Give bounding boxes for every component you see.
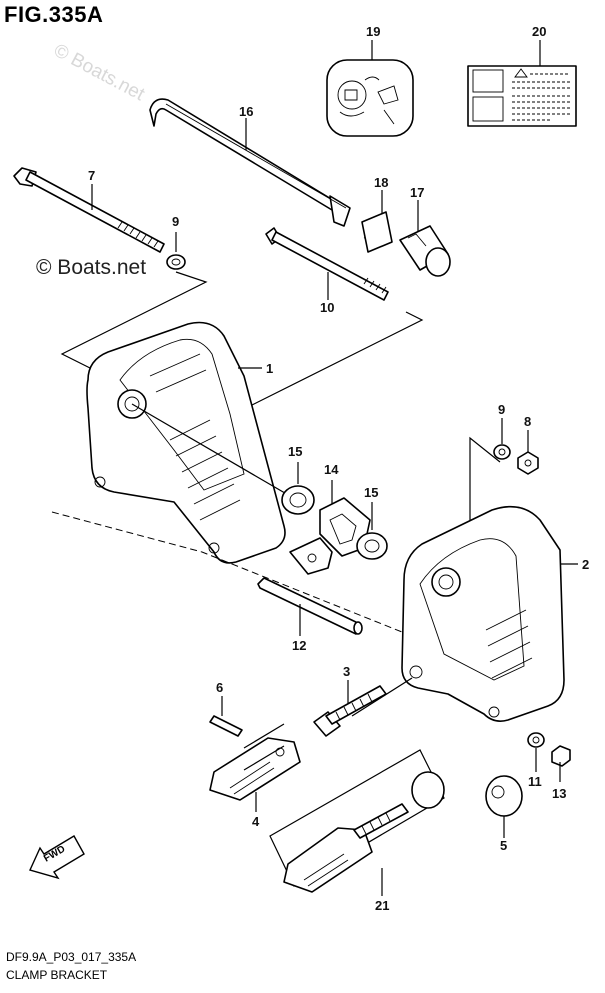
figure-title: FIG.335A xyxy=(4,2,104,27)
callout-2: 2 xyxy=(582,557,589,572)
callout-7: 7 xyxy=(88,168,95,183)
part-3-screw[interactable] xyxy=(313,685,387,737)
callout-21: 21 xyxy=(375,898,389,913)
part-7-bolt[interactable] xyxy=(13,167,165,253)
callout-1: 1 xyxy=(266,361,273,376)
figure-name: CLAMP BRACKET xyxy=(6,968,108,982)
callout-18: 18 xyxy=(374,175,388,190)
part-5-pad[interactable] xyxy=(485,775,523,817)
callout-3: 3 xyxy=(343,664,350,679)
part-16-rod[interactable] xyxy=(149,98,351,227)
part-11-washer[interactable] xyxy=(527,732,545,748)
callout-12: 12 xyxy=(292,638,306,653)
callout-15a: 15 xyxy=(288,444,302,459)
part-2-clamp-bracket-right[interactable] xyxy=(401,505,565,722)
callout-14: 14 xyxy=(324,462,339,477)
callout-17: 17 xyxy=(410,185,424,200)
part-21-clamp-screw-assy[interactable] xyxy=(269,749,445,893)
callout-20: 20 xyxy=(532,24,546,39)
part-8-nut-right[interactable] xyxy=(517,451,539,475)
part-18-spring[interactable] xyxy=(361,211,393,253)
callout-15b: 15 xyxy=(364,485,378,500)
part-13-nut[interactable] xyxy=(551,745,571,767)
part-12-shaft[interactable] xyxy=(257,577,363,635)
part-15-bushing-right[interactable] xyxy=(356,532,388,560)
callout-10: 10 xyxy=(320,300,334,315)
part-9-washer-left[interactable] xyxy=(166,254,186,270)
callout-4: 4 xyxy=(252,814,260,829)
part-6-pin[interactable] xyxy=(209,715,243,737)
part-20-label[interactable] xyxy=(467,65,577,127)
figure-code: DF9.9A_P03_017_335A xyxy=(6,950,137,964)
callout-19: 19 xyxy=(366,24,380,39)
callout-16: 16 xyxy=(239,104,253,119)
part-9-washer-right[interactable] xyxy=(493,444,511,460)
part-17-knob[interactable] xyxy=(399,225,451,277)
part-10-bolt[interactable] xyxy=(265,227,389,301)
callout-6: 6 xyxy=(216,680,223,695)
callout-9a: 9 xyxy=(172,214,179,229)
part-15-bushing-left[interactable] xyxy=(281,485,315,515)
part-4-clamp-handle[interactable] xyxy=(209,737,301,801)
watermark-prominent: © Boats.net xyxy=(36,256,147,279)
callout-13: 13 xyxy=(552,786,566,801)
callout-5: 5 xyxy=(500,838,507,853)
fwd-arrow-icon: FWD xyxy=(29,835,85,880)
callout-11: 11 xyxy=(528,774,542,789)
callout-8a: 8 xyxy=(524,414,531,429)
callout-9b: 9 xyxy=(498,402,505,417)
part-1-clamp-bracket-left[interactable] xyxy=(86,321,286,564)
part-19-decal[interactable] xyxy=(326,59,414,137)
